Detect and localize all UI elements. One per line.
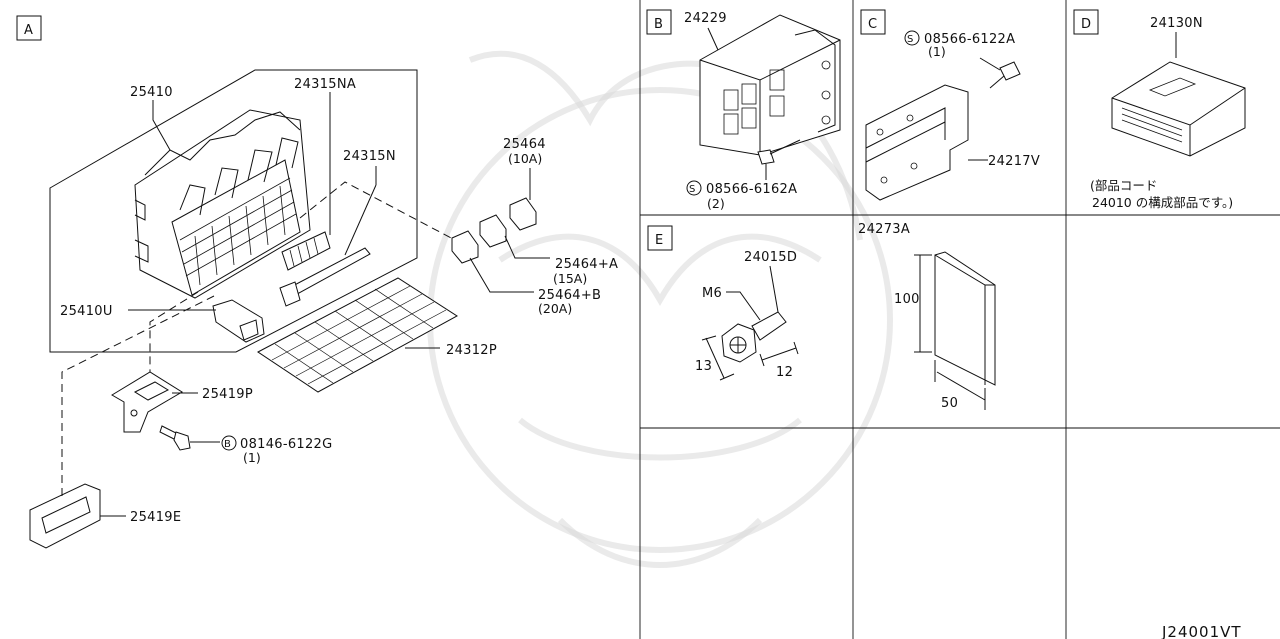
dim-50: 50 — [941, 396, 958, 411]
label-08566-6162A-qty: (2) — [707, 196, 725, 211]
label-25464A-rating: (15A) — [553, 271, 587, 286]
fuse-box-enclosure — [49, 69, 418, 353]
label-08566-6162A: 08566-6162A — [706, 182, 797, 197]
section-a-letter: A — [24, 23, 33, 38]
bolt-b-marker-letter: B — [224, 439, 231, 450]
label-25464: 25464 — [503, 137, 546, 152]
bolt-08146-6122G — [159, 425, 191, 451]
section-d-letter: D — [1081, 17, 1091, 32]
section-e: E 24015D M6 13 12 — [647, 225, 799, 381]
bolt-b-marker — [221, 435, 237, 451]
bracket-25419P — [111, 371, 183, 433]
label-25464A: 25464+A — [555, 257, 618, 272]
screw-c-part — [989, 61, 1021, 89]
label-25410U: 25410U — [60, 304, 113, 319]
bracket-25419E — [29, 483, 101, 549]
pad-24273A — [934, 251, 996, 386]
dim-12: 12 — [776, 365, 793, 380]
section-e-letter: E — [655, 233, 663, 248]
connector-24130N — [1111, 61, 1246, 157]
fuse-25464A — [479, 214, 507, 248]
label-08566-6122A-qty: (1) — [928, 44, 946, 59]
label-08566-6122A: 08566-6122A — [924, 32, 1015, 47]
section-c-letter: C — [868, 17, 877, 32]
screw-b-marker — [686, 180, 702, 196]
section-d: D 24130N (部品コード 24010 の構成部品です。) — [1073, 9, 1246, 210]
section-e-marker — [647, 225, 673, 251]
label-25464-rating: (10A) — [508, 151, 542, 166]
section-d-marker — [1073, 9, 1099, 35]
fuse-25464B — [451, 230, 479, 264]
relay-25410U — [212, 299, 265, 343]
relay-bracket-24229 — [699, 14, 841, 156]
dimension-lines-e — [701, 335, 799, 381]
strip-24315N — [279, 247, 371, 307]
label-24315N: 24315N — [343, 149, 396, 164]
fuse-block-25410 — [134, 109, 311, 299]
bolt-24015D — [721, 311, 787, 363]
label-08146-6122G-qty: (1) — [243, 450, 261, 465]
label-25419P: 25419P — [202, 387, 253, 402]
dim-100: 100 — [894, 292, 920, 307]
section-b-letter: B — [654, 17, 663, 32]
label-25410: 25410 — [130, 85, 173, 100]
section-b: B 24229 S 08566- — [646, 9, 841, 211]
label-24312P: 24312P — [446, 343, 497, 358]
dimension-lines-24273A — [914, 254, 986, 410]
fuse-25464 — [509, 197, 537, 231]
section-a: A — [16, 15, 618, 549]
section-24273A: 24273A 100 50 — [858, 222, 996, 411]
label-08146-6122G: 08146-6122G — [240, 437, 333, 452]
section-c-marker — [860, 9, 886, 35]
note-d-line2: 24010 の構成部品です。) — [1092, 195, 1233, 210]
watermark-emblem — [427, 50, 893, 568]
label-25464B: 25464+B — [538, 288, 601, 303]
label-24217V: 24217V — [988, 154, 1040, 169]
dim-13: 13 — [695, 359, 712, 374]
leader-lines-a — [100, 92, 550, 517]
screw-08566-6162A — [757, 139, 801, 165]
section-b-marker — [646, 9, 672, 35]
panel-grid — [639, 0, 1280, 639]
label-24315NA: 24315NA — [294, 77, 356, 92]
fuse-puller-24315NA — [281, 231, 331, 271]
label-24130N: 24130N — [1150, 16, 1203, 31]
cover-24312P — [257, 277, 458, 393]
label-25464B-rating: (20A) — [538, 301, 572, 316]
screw-c-marker — [904, 30, 920, 46]
section-a-marker — [16, 15, 42, 41]
diagram-id: J24001VT — [1161, 623, 1242, 639]
label-24273A: 24273A — [858, 222, 910, 237]
label-24015D: 24015D — [744, 250, 797, 265]
label-25419E: 25419E — [130, 510, 181, 525]
assembly-lines — [61, 181, 456, 500]
screw-c-marker-letter: S — [907, 34, 913, 45]
screw-b-marker-letter: S — [689, 184, 695, 195]
label-M6: M6 — [702, 286, 722, 301]
section-c: C S 08566-6122A (1) 24217V — [860, 9, 1040, 201]
note-d-line1: (部品コード — [1090, 178, 1157, 193]
bracket-24217V — [865, 84, 969, 201]
label-24229: 24229 — [684, 11, 727, 26]
